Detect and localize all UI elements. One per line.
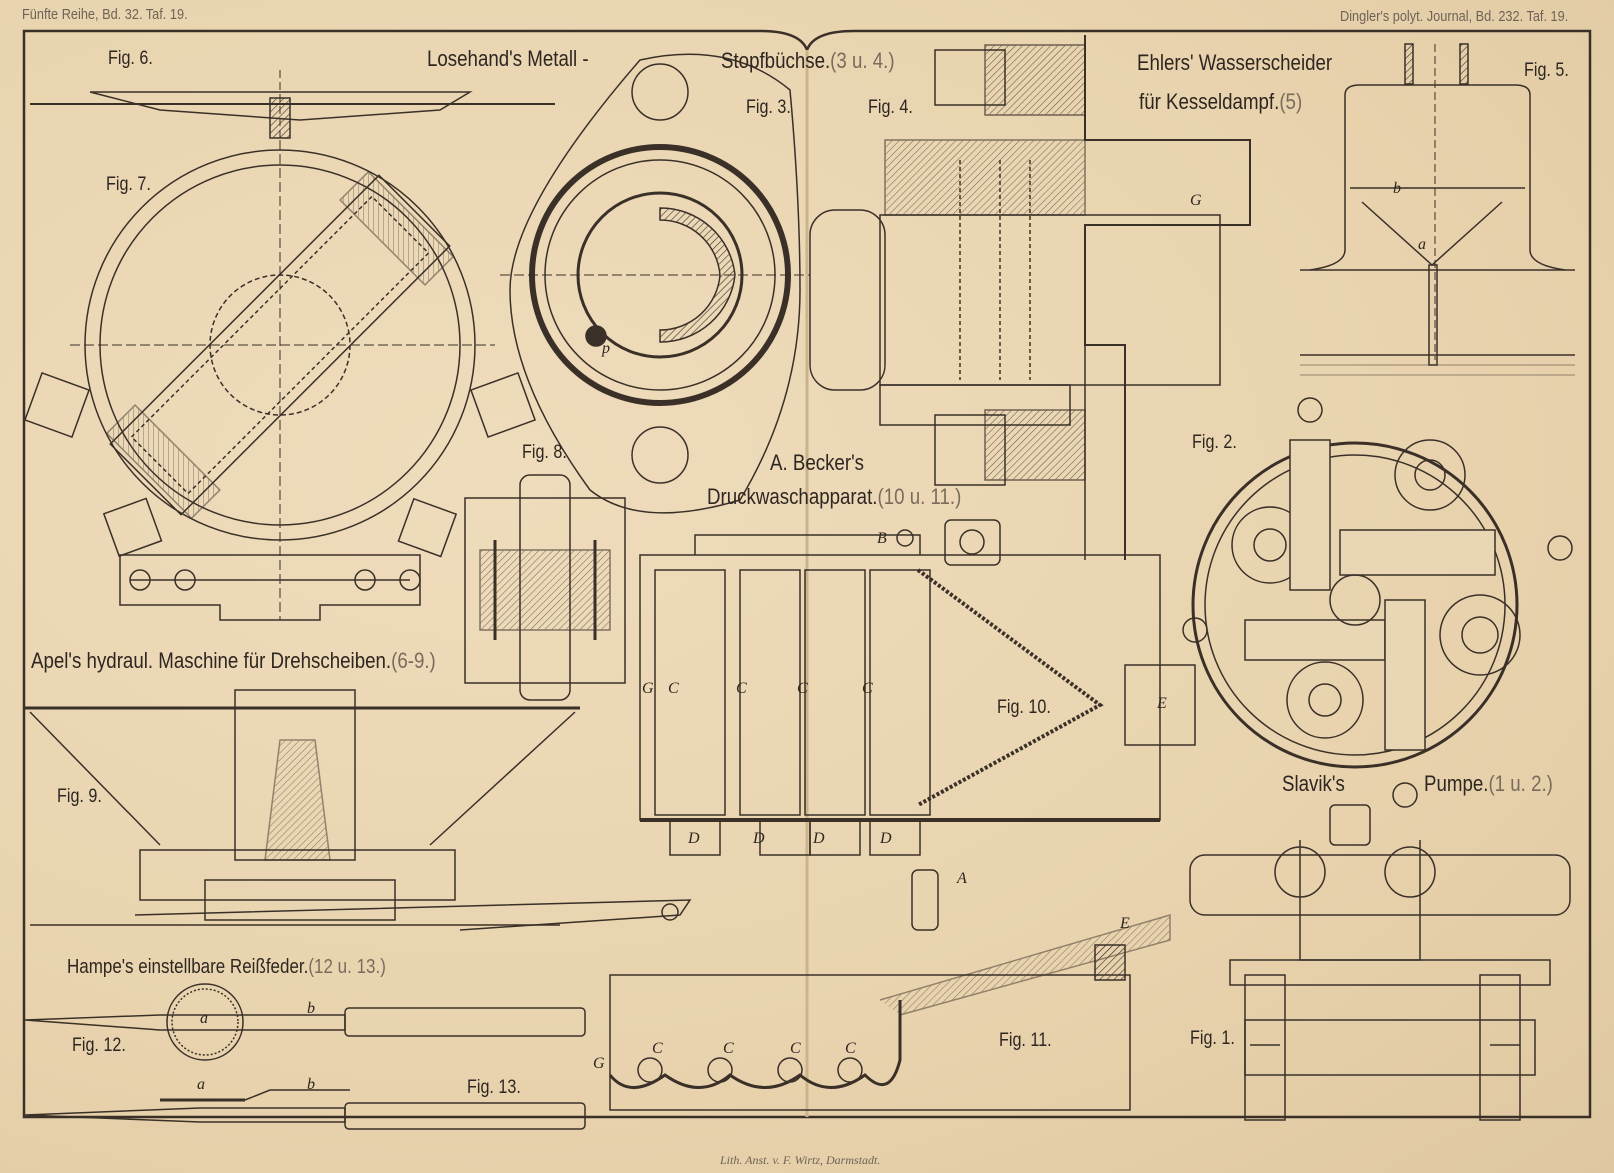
title-losehand-part1: Losehand's Metall - [427, 46, 589, 71]
letter-a-fig13: a [197, 1076, 205, 1093]
title-ref: (12 u. 13.) [308, 956, 386, 978]
letter-D: D [688, 830, 700, 847]
letter-p: p [602, 340, 610, 357]
letter-C: C [652, 1040, 663, 1057]
title-becker-part2: Druckwaschapparat.(10 u. 11.) [707, 484, 961, 510]
fig2-label: Fig. 2. [1192, 432, 1237, 453]
letter-b-fig13: b [307, 1076, 315, 1093]
title-text: für Kesseldampf. [1139, 89, 1280, 114]
letter-A: A [957, 870, 967, 887]
title-ref: (6-9.) [391, 648, 436, 673]
fig6-label: Fig. 6. [108, 48, 153, 69]
letter-D: D [813, 830, 825, 847]
letter-C: C [723, 1040, 734, 1057]
fig10-label: Fig. 10. [997, 697, 1051, 718]
title-ref: (3 u. 4.) [830, 48, 895, 73]
fig12-13-drawing [24, 983, 586, 1130]
header-left: Fünfte Reihe, Bd. 32. Taf. 19. [22, 6, 188, 23]
fig1-drawing [1189, 804, 1571, 1121]
title-slavik-part2: Pumpe.(1 u. 2.) [1424, 771, 1553, 797]
plate-border [22, 29, 1592, 1119]
title-losehand-part2: Stopfbüchse.(3 u. 4.) [721, 48, 895, 74]
title-text: Hampe's einstellbare Reißfeder. [67, 956, 309, 978]
title-ref: (10 u. 11.) [877, 484, 962, 509]
letter-b-fig5: b [1393, 180, 1401, 197]
fig8-label: Fig. 8. [522, 442, 567, 463]
letter-G-fig4: G [1190, 192, 1202, 209]
letter-C: C [736, 680, 747, 697]
title-ehlers-part1: Ehlers' Wasserscheider [1137, 50, 1333, 75]
title-becker-part1: A. Becker's [770, 450, 864, 475]
fig4-drawing [809, 35, 1251, 560]
title-apel: Apel's hydraul. Maschine für Drehscheibe… [31, 648, 436, 674]
fig5-drawing [1300, 43, 1575, 376]
letter-E-fig11: E [1120, 915, 1130, 932]
letter-E-fig10: E [1157, 695, 1167, 712]
fig4-label: Fig. 4. [868, 97, 913, 118]
fig7-label: Fig. 7. [106, 174, 151, 195]
title-ref: (1 u. 2.) [1488, 771, 1553, 796]
letter-C: C [845, 1040, 856, 1057]
fig1-label: Fig. 1. [1190, 1028, 1235, 1049]
title-ehlers-part2: für Kesseldampf.(5) [1139, 89, 1302, 115]
header-right: Dingler's polyt. Journal, Bd. 232. Taf. … [1340, 8, 1569, 25]
letter-C: C [862, 680, 873, 697]
letter-B: B [877, 530, 887, 547]
letter-G-fig11: G [593, 1055, 605, 1072]
title-text: Apel's hydraul. Maschine für Drehscheibe… [31, 648, 392, 673]
fig10-drawing [639, 519, 1196, 856]
title-text: Stopfbüchse. [721, 48, 831, 73]
letter-b-fig12: b [307, 1000, 315, 1017]
fig7-drawing [23, 140, 537, 621]
letter-C: C [790, 1040, 801, 1057]
title-hampe: Hampe's einstellbare Reißfeder.(12 u. 13… [67, 956, 386, 979]
fig13-label: Fig. 13. [467, 1077, 521, 1098]
letter-D: D [880, 830, 892, 847]
fig6-drawing [30, 70, 555, 145]
title-slavik-part1: Slavik's [1282, 771, 1345, 796]
fig9-label: Fig. 9. [57, 786, 102, 807]
fig8-drawing [464, 474, 626, 701]
fig9-drawing [25, 689, 692, 931]
letter-G-fig10: G [642, 680, 654, 697]
title-ref: (5) [1279, 89, 1303, 114]
fig3-label: Fig. 3. [746, 97, 791, 118]
imprint: Lith. Anst. v. F. Wirtz, Darmstadt. [720, 1153, 881, 1167]
letter-C: C [668, 680, 679, 697]
letter-D: D [753, 830, 765, 847]
letter-a-fig12: a [200, 1010, 208, 1027]
letter-C: C [797, 680, 808, 697]
title-text: Pumpe. [1424, 771, 1489, 796]
fig2-drawing [1182, 397, 1573, 808]
fig5-label: Fig. 5. [1524, 60, 1569, 81]
fig11-label: Fig. 11. [999, 1030, 1052, 1051]
fig12-label: Fig. 12. [72, 1035, 126, 1056]
fig11-drawing [608, 869, 1171, 1111]
fig3-drawing [500, 53, 810, 514]
title-text: Druckwaschapparat. [707, 484, 878, 509]
letter-a-fig5: a [1418, 236, 1426, 253]
